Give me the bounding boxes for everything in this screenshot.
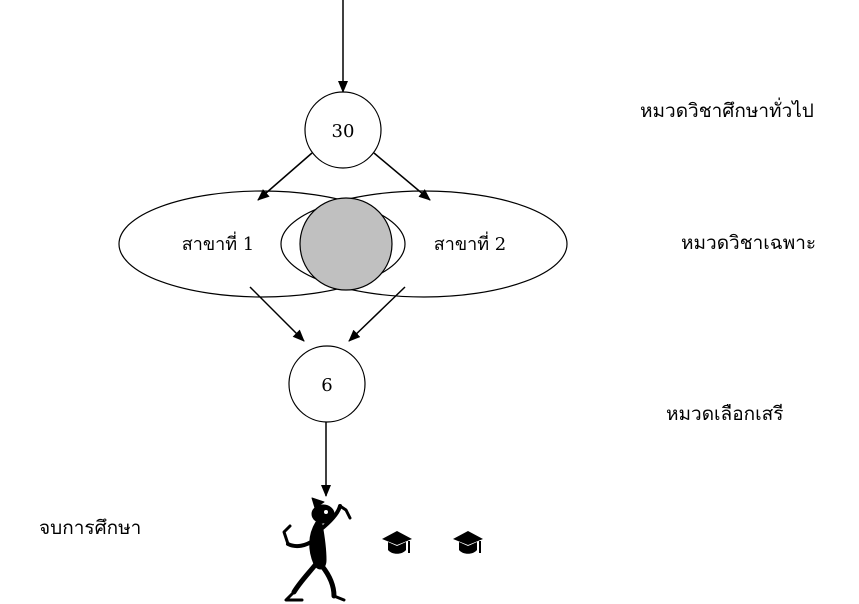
free-elective-circle: [288, 345, 366, 423]
arrow-to-major-1: [257, 152, 313, 201]
major-1-label: สาขาที่ 1: [182, 231, 255, 255]
graduation-label: จบการศึกษา: [39, 517, 141, 539]
arrow-from-major-1: [249, 286, 305, 342]
graduate-figure-icon: [282, 497, 352, 602]
free-elective-credits-label: 6: [321, 375, 332, 396]
arrow-to-major-2: [373, 152, 431, 201]
general-education-label: หมวดวิชาศึกษาทั่วไป: [640, 97, 814, 122]
free-elective-label: หมวดเลือกเสรี: [666, 403, 783, 425]
general-credits-label: 30: [332, 121, 355, 142]
major-2-label: สาขาที่ 2: [434, 231, 507, 255]
general-credits-circle: [304, 91, 382, 169]
major-1-ellipse: [118, 190, 406, 298]
specialized-label: หมวดวิชาเฉพาะ: [681, 232, 816, 254]
mortarboard-icon: [382, 531, 412, 554]
overlap-circle: [299, 197, 393, 291]
major-2-ellipse: [280, 190, 568, 298]
arrow-from-major-2: [348, 286, 406, 342]
mortarboard-icon: [453, 531, 483, 554]
